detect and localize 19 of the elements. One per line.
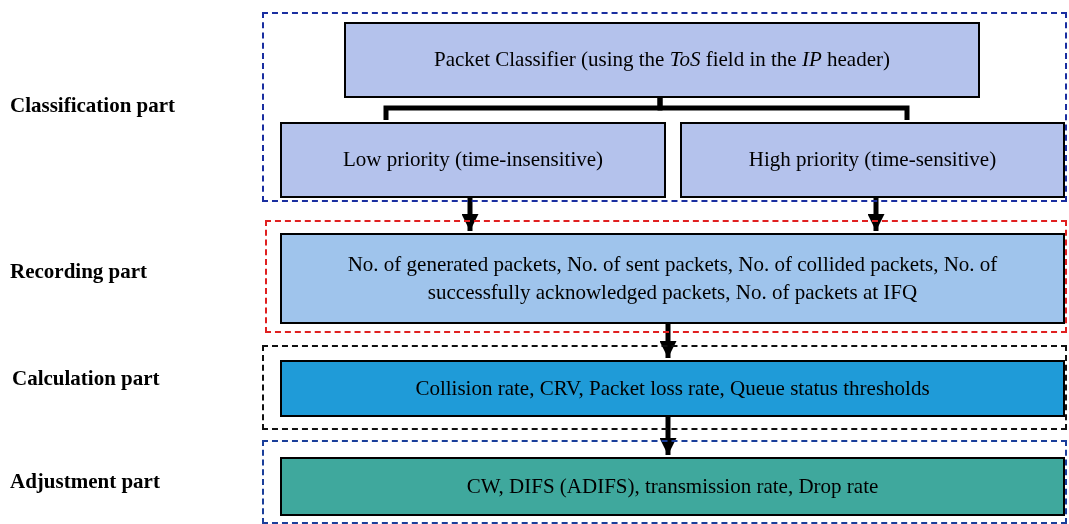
dashed-frame [262,440,1067,524]
part-heading: Classification part [10,92,176,119]
part-heading: Adjustment part [10,468,160,495]
dashed-frame [265,220,1067,333]
arrow [461,196,479,231]
process-box: High priority (time-sensitive) [680,122,1065,198]
dashed-frame [262,345,1067,430]
arrow [659,415,677,455]
process-box: Low priority (time-insensitive) [280,122,666,198]
process-box: No. of generated packets, No. of sent packets, No. of collided packets, No. of successfully acknowledged packets, No. of packets at IFQ [280,233,1065,324]
arrow [867,196,885,231]
part-heading: Calculation part [12,365,160,392]
dashed-frame [262,12,1067,202]
connector-line [657,96,910,120]
process-box: Collision rate, CRV, Packet loss rate, Queue status thresholds [280,360,1065,417]
process-box: Packet Classifier (using the ToS field in the IP header) [344,22,980,98]
process-box: CW, DIFS (ADIFS), transmission rate, Drop rate [280,457,1065,516]
arrow [659,322,677,358]
part-heading: Recording part [10,258,148,285]
